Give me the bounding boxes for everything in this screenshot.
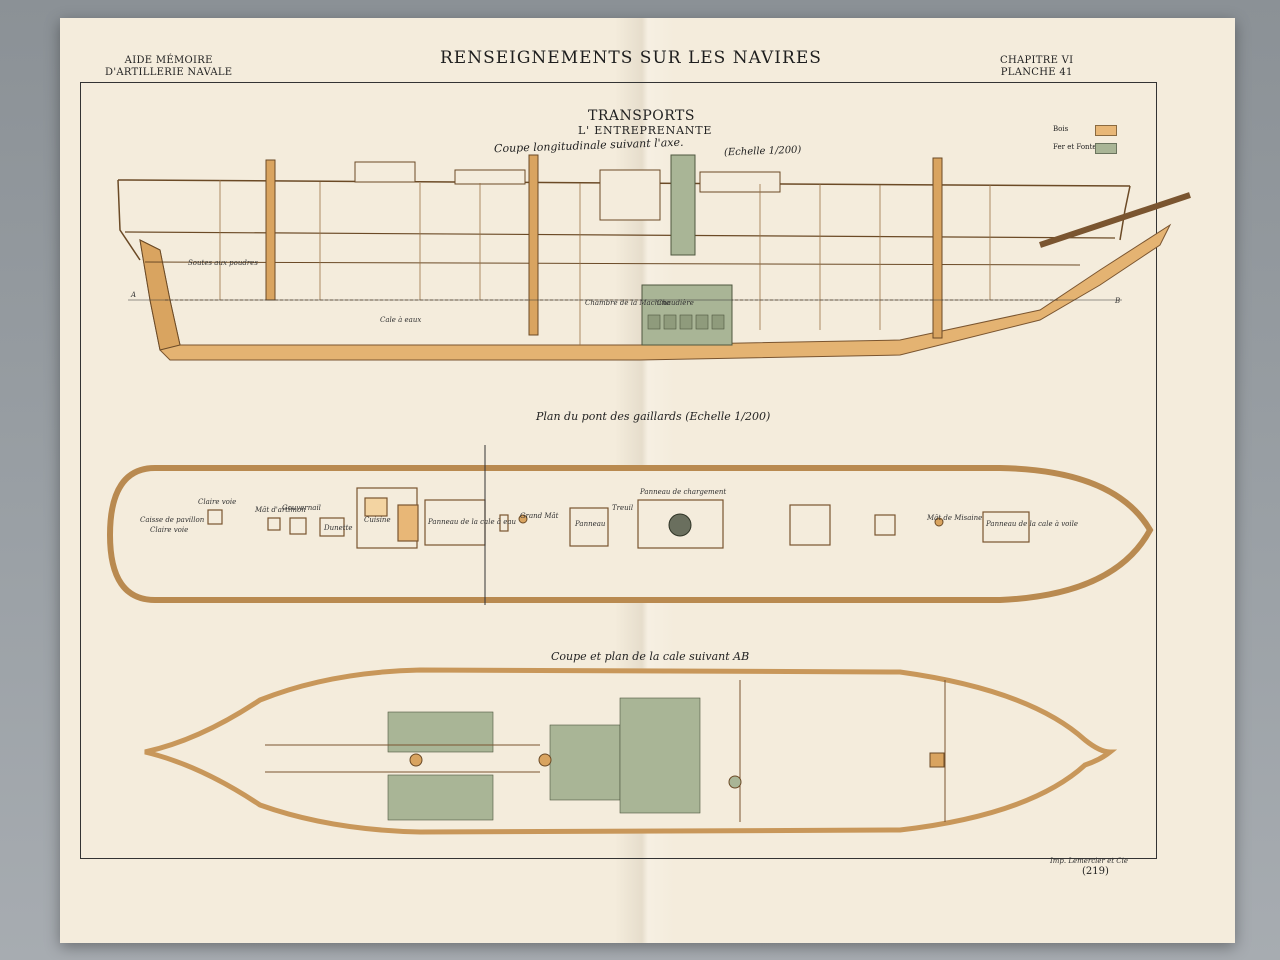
longitudinal-section bbox=[117, 154, 1191, 361]
header-right-line1: CHAPITRE VI bbox=[1000, 55, 1074, 66]
label-soutes: Soutes aux poudres bbox=[188, 259, 258, 267]
imprint: Imp. Lemercier et Cie bbox=[1050, 857, 1129, 865]
page-number: (219) bbox=[1082, 866, 1109, 877]
label-chaudiere: Chaudière bbox=[657, 299, 694, 307]
header-left: AIDE MÉMOIRE D'ARTILLERIE NAVALE bbox=[105, 55, 232, 79]
label-cale: Cale à eaux bbox=[380, 316, 421, 324]
legend-label-bois: Bois bbox=[1053, 125, 1069, 133]
deck-label-mat-artimon: Mât d'artimon bbox=[254, 506, 306, 514]
deck-label-caisse-pavillon: Caisse de pavillon bbox=[140, 516, 205, 524]
legend-swatch-fer bbox=[1095, 143, 1117, 154]
label-chambre: Chambre de la Machine bbox=[585, 299, 670, 307]
deck-label-panneau-voiles: Panneau de la cale à voile bbox=[985, 520, 1078, 528]
page-title: RENSEIGNEMENTS SUR LES NAVIRES bbox=[440, 48, 822, 68]
section-mark-a: A bbox=[130, 291, 136, 299]
hold-plan bbox=[144, 667, 1118, 835]
deck-label-claire-voie-1: Claire voie bbox=[150, 526, 188, 534]
header-right-line2: PLANCHE 41 bbox=[1000, 67, 1073, 78]
deck-plan bbox=[106, 445, 1154, 605]
deck-label-gouvernail: Gouvernail bbox=[282, 504, 321, 512]
section-mark-b: B bbox=[1114, 297, 1120, 305]
section-title: TRANSPORTS bbox=[588, 108, 695, 124]
deck-label-cuisine: Cuisine bbox=[364, 516, 391, 524]
deck-label-mat-misaine: Mât de Misaine bbox=[926, 514, 982, 522]
legend-swatch-bois bbox=[1095, 125, 1117, 136]
ship-name: L' ENTREPRENANTE bbox=[578, 124, 713, 137]
header-left-line2: D'ARTILLERIE NAVALE bbox=[105, 67, 233, 78]
deck-label-panneau: Panneau bbox=[574, 520, 606, 528]
header-left-line1: AIDE MÉMOIRE bbox=[124, 55, 213, 66]
deck-label-treuil: Treuil bbox=[612, 504, 633, 512]
deck-label-panneau-chargement: Panneau de chargement bbox=[639, 488, 726, 496]
deck-label-panneau-cale: Panneau de la cale à eau bbox=[427, 518, 517, 526]
deck-label-grand-mat: Grand Mât bbox=[520, 512, 559, 520]
deck-plan-caption: Plan du pont des gaillards (Echelle 1/20… bbox=[536, 410, 771, 423]
deck-label-claire-voie-2: Claire voie bbox=[198, 498, 236, 506]
deck-label-dunette: Dunette bbox=[323, 524, 353, 532]
legend-label-fer: Fer et Fonte bbox=[1053, 143, 1097, 151]
header-right: CHAPITRE VI PLANCHE 41 bbox=[1000, 55, 1073, 79]
hold-caption: Coupe et plan de la cale suivant AB bbox=[551, 650, 750, 663]
plate-frame bbox=[80, 82, 1157, 859]
